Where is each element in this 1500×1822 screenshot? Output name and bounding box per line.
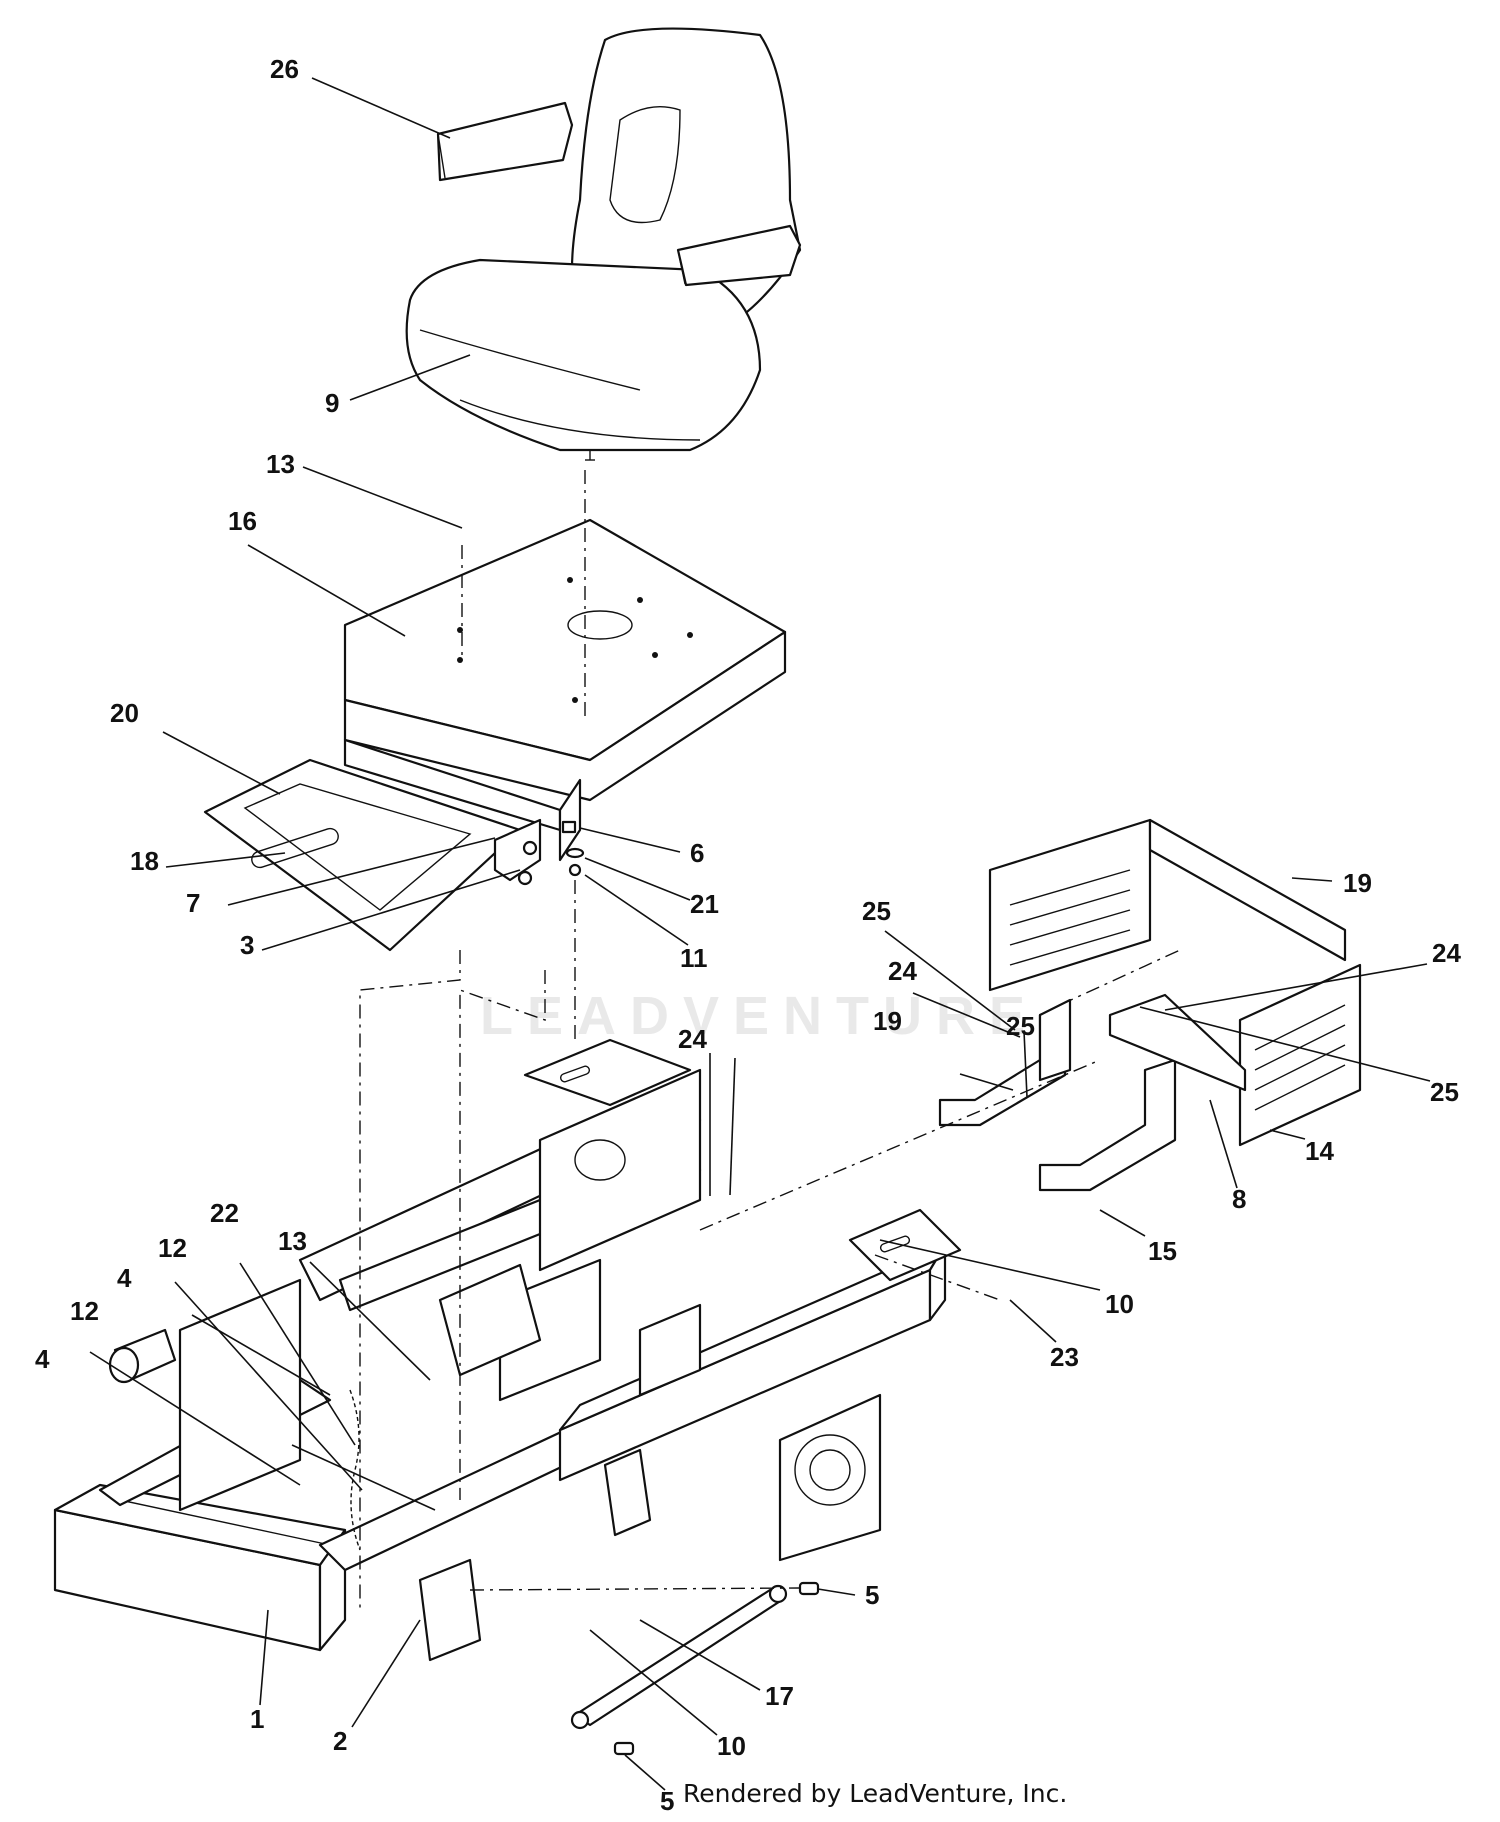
mat-hinge	[493, 818, 542, 886]
chain	[349, 1389, 361, 1551]
callout-8: 8	[1232, 1184, 1246, 1214]
callout-15: 15	[1148, 1236, 1177, 1266]
callout-5: 5	[865, 1580, 879, 1610]
callout-4: 4	[117, 1263, 132, 1293]
callout-23: 23	[1050, 1342, 1079, 1372]
callout-22: 22	[210, 1198, 239, 1228]
callout-25: 25	[1430, 1077, 1459, 1107]
seat-bracket	[343, 738, 582, 862]
callout-5: 5	[660, 1786, 674, 1816]
armrest-right	[676, 224, 802, 287]
callout-9: 9	[325, 388, 339, 418]
callout-13: 13	[266, 449, 295, 479]
callout-12: 12	[158, 1233, 187, 1263]
front-axle	[108, 1278, 302, 1512]
callout-19: 19	[1343, 868, 1372, 898]
seat-pan	[343, 518, 787, 802]
callout-11: 11	[680, 943, 708, 973]
callout-25: 25	[1006, 1011, 1035, 1041]
bracket-right	[1038, 1058, 1177, 1192]
callout-18: 18	[130, 846, 159, 876]
callout-3: 3	[240, 930, 254, 960]
link-bar	[570, 1584, 788, 1730]
callout-10: 10	[717, 1731, 746, 1761]
hardware-stack	[561, 820, 585, 877]
callout-25: 25	[862, 896, 891, 926]
callout-24: 24	[678, 1024, 707, 1054]
callout-10: 10	[1105, 1289, 1134, 1319]
callout-26: 26	[270, 54, 299, 84]
callout-19: 19	[873, 1006, 902, 1036]
callout-12: 12	[70, 1296, 99, 1326]
callout-6: 6	[690, 838, 704, 868]
assembly-lines	[359, 470, 1181, 1610]
main-frame	[53, 1038, 962, 1652]
armrest-left	[436, 101, 574, 182]
rear-guard	[988, 818, 1362, 1147]
footer-credit: Rendered by LeadVenture, Inc.	[683, 1779, 1068, 1808]
support-plate	[1108, 993, 1247, 1092]
callout-14: 14	[1305, 1136, 1334, 1166]
callout-1: 1	[250, 1704, 264, 1734]
callout-13: 13	[278, 1226, 307, 1256]
callout-21: 21	[690, 889, 719, 919]
callout-16: 16	[228, 506, 257, 536]
callout-2: 2	[333, 1726, 347, 1756]
bracket-left	[938, 998, 1072, 1127]
callout-4: 4	[35, 1344, 50, 1374]
watermark: LEADVENTURE	[480, 986, 1040, 1046]
pins	[613, 1581, 820, 1756]
lift-arm	[418, 1448, 652, 1662]
callout-24: 24	[1432, 938, 1461, 968]
callout-7: 7	[186, 888, 200, 918]
callout-labels: 26 9 13 16 20 18 7 3 6 21 11 19 25 24 24…	[35, 54, 1461, 1816]
leader-lines	[89, 77, 1431, 1791]
callout-24: 24	[888, 956, 917, 986]
callout-17: 17	[765, 1681, 794, 1711]
callout-20: 20	[110, 698, 139, 728]
